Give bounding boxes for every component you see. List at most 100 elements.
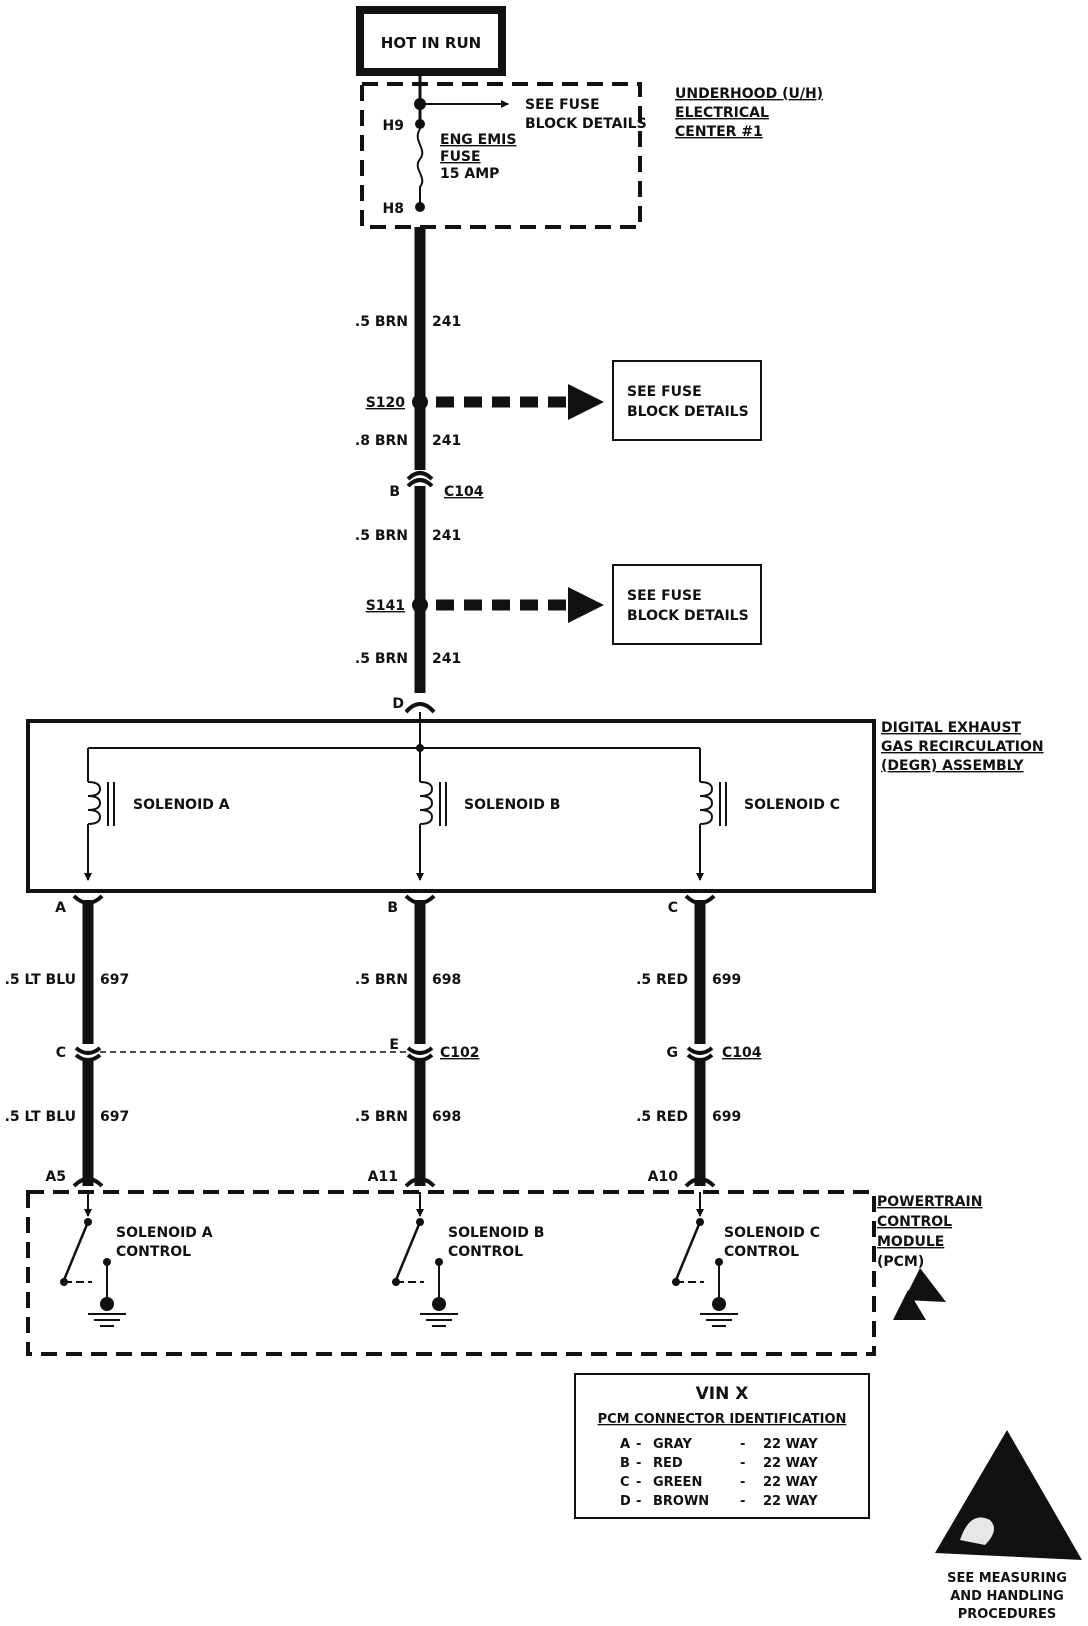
branch-a: A .5 LT BLU 697 C .5 LT BLU 697 A5 — [5, 894, 129, 1188]
branch-a-pcm-pin: A5 — [45, 1169, 66, 1185]
degr-title-3: (DEGR) ASSEMBLY — [881, 758, 1024, 774]
seg1-gauge: .5 BRN — [355, 314, 408, 330]
fuse-block-title-3: CENTER #1 — [675, 124, 763, 140]
fuse-block-title-2: ELECTRICAL — [675, 105, 769, 121]
fuse-block-title-1: UNDERHOOD (U/H) — [675, 86, 823, 102]
power-source-label: HOT IN RUN — [381, 34, 481, 52]
branch-b-gauge-2: .5 BRN — [355, 1109, 408, 1125]
branch-c-pcm-pin: A10 — [648, 1169, 679, 1185]
s120-arrow-icon — [568, 384, 604, 420]
svg-text:-: - — [636, 1437, 641, 1452]
branch-c-conn-id: C104 — [722, 1045, 762, 1061]
fuse-pin-top: H9 — [383, 118, 404, 134]
branch-c: C .5 RED 699 G C104 .5 RED 699 A10 — [636, 894, 762, 1188]
svg-text:D: D — [620, 1494, 631, 1509]
seg3-gauge: .5 BRN — [355, 528, 408, 544]
connector-id-row-a: A - GRAY - 22 WAY — [620, 1437, 818, 1452]
esd-small-icon — [893, 1268, 946, 1320]
connector-id-row-d: D - BROWN - 22 WAY — [620, 1494, 818, 1509]
seg2-gauge: .8 BRN — [355, 433, 408, 449]
switch-c: SOLENOID C CONTROL — [672, 1192, 820, 1327]
fuse-icon — [416, 128, 424, 205]
fuse-block-see-details-2: BLOCK DETAILS — [525, 116, 647, 132]
svg-text:RED: RED — [653, 1456, 683, 1471]
branch-c-top-pin: C — [668, 900, 678, 916]
solenoid-a-label: SOLENOID A — [133, 797, 230, 813]
branch-c-conn-pin: G — [667, 1045, 679, 1061]
branch-a-circuit-1: 697 — [100, 972, 129, 988]
solenoid-b-label: SOLENOID B — [464, 797, 560, 813]
splice-s120: S120 SEE FUSE BLOCK DETAILS — [366, 360, 762, 441]
branch-a-gauge-1: .5 LT BLU — [5, 972, 76, 988]
pcm-title-1: POWERTRAIN — [877, 1194, 982, 1210]
svg-text:B: B — [620, 1456, 630, 1471]
svg-text:22 WAY: 22 WAY — [763, 1437, 818, 1452]
svg-text:GREEN: GREEN — [653, 1475, 702, 1490]
connector-id-row-c: C - GREEN - 22 WAY — [620, 1475, 818, 1490]
svg-text:22 WAY: 22 WAY — [763, 1494, 818, 1509]
branch-c-gauge-2: .5 RED — [636, 1109, 688, 1125]
connector-d — [404, 702, 436, 714]
switch-b-label-2: CONTROL — [448, 1244, 523, 1260]
branch-c-circuit-2: 699 — [712, 1109, 741, 1125]
svg-text:A: A — [620, 1437, 630, 1452]
degr-title-2: GAS RECIRCULATION — [881, 739, 1044, 755]
switch-b-label-1: SOLENOID B — [448, 1225, 544, 1241]
seg4-gauge: .5 BRN — [355, 651, 408, 667]
esd-note-3: PROCEDURES — [958, 1607, 1057, 1622]
esd-note-2: AND HANDLING — [950, 1589, 1064, 1604]
switch-c-label-1: SOLENOID C — [724, 1225, 820, 1241]
s120-box-1: SEE FUSE — [627, 384, 702, 400]
main-wire-labels: .5 BRN 241 .8 BRN 241 .5 BRN 241 .5 BRN … — [355, 314, 484, 712]
degr-title-1: DIGITAL EXHAUST — [881, 720, 1022, 736]
coil-a-icon — [87, 781, 102, 825]
switch-a: SOLENOID A CONTROL — [60, 1192, 213, 1327]
branch-b-circuit-2: 698 — [432, 1109, 461, 1125]
s120-box-2: BLOCK DETAILS — [627, 404, 749, 420]
branch-a-conn-pin: C — [56, 1045, 66, 1061]
degr-assembly: DIGITAL EXHAUST GAS RECIRCULATION (DEGR)… — [26, 712, 1044, 893]
solenoid-a: SOLENOID A — [84, 748, 230, 881]
c104-pin: B — [389, 484, 400, 500]
svg-text:C: C — [620, 1475, 630, 1490]
esd-note-1: SEE MEASURING — [947, 1571, 1067, 1586]
fuse-pin-bottom: H8 — [383, 201, 404, 217]
branch-c-connector — [686, 1046, 714, 1055]
coil-c-icon — [699, 781, 714, 825]
pcm-title-3: MODULE — [877, 1234, 944, 1250]
branch-b-pcm-pin: A11 — [368, 1169, 398, 1185]
connector-id-table: VIN X PCM CONNECTOR IDENTIFICATION A - G… — [574, 1373, 870, 1519]
power-source-box: HOT IN RUN — [356, 6, 506, 76]
svg-text:-: - — [740, 1494, 745, 1509]
vin-label: VIN X — [696, 1384, 749, 1404]
seg2-circuit: 241 — [432, 433, 461, 449]
svg-text:-: - — [740, 1456, 745, 1471]
branch-wires: A .5 LT BLU 697 C .5 LT BLU 697 A5 B .5 … — [5, 894, 762, 1188]
switch-a-label-1: SOLENOID A — [116, 1225, 213, 1241]
coil-b-icon — [419, 781, 434, 825]
branch-a-top-pin: A — [55, 900, 66, 916]
underhood-fuse-block: SEE FUSE BLOCK DETAILS H9 H8 ENG EMIS FU… — [360, 72, 823, 229]
switch-a-label-2: CONTROL — [116, 1244, 191, 1260]
svg-text:GRAY: GRAY — [653, 1437, 692, 1452]
s141-arrow-icon — [568, 587, 604, 623]
splice-s141: S141 SEE FUSE BLOCK DETAILS — [366, 564, 762, 645]
fuse-name-2: FUSE — [440, 149, 481, 165]
degr-entry-pin: D — [392, 696, 404, 712]
main-wire-241 — [404, 227, 436, 714]
connector-c104-top — [406, 471, 434, 481]
svg-text:-: - — [636, 1456, 641, 1471]
svg-text:-: - — [636, 1475, 641, 1490]
branch-b-connector — [406, 1046, 434, 1055]
esd-warning-icon — [935, 1430, 1082, 1560]
fuse-rating: 15 AMP — [440, 166, 499, 182]
fuse-block-see-details-1: SEE FUSE — [525, 97, 600, 113]
branch-c-gauge-1: .5 RED — [636, 972, 688, 988]
solenoid-c-label: SOLENOID C — [744, 797, 840, 813]
switch-c-label-2: CONTROL — [724, 1244, 799, 1260]
pcm: POWERTRAIN CONTROL MODULE (PCM) SOLENOID… — [26, 1190, 982, 1356]
fuse-name-1: ENG EMIS — [440, 132, 516, 148]
s141-box-1: SEE FUSE — [627, 588, 702, 604]
svg-text:-: - — [740, 1475, 745, 1490]
